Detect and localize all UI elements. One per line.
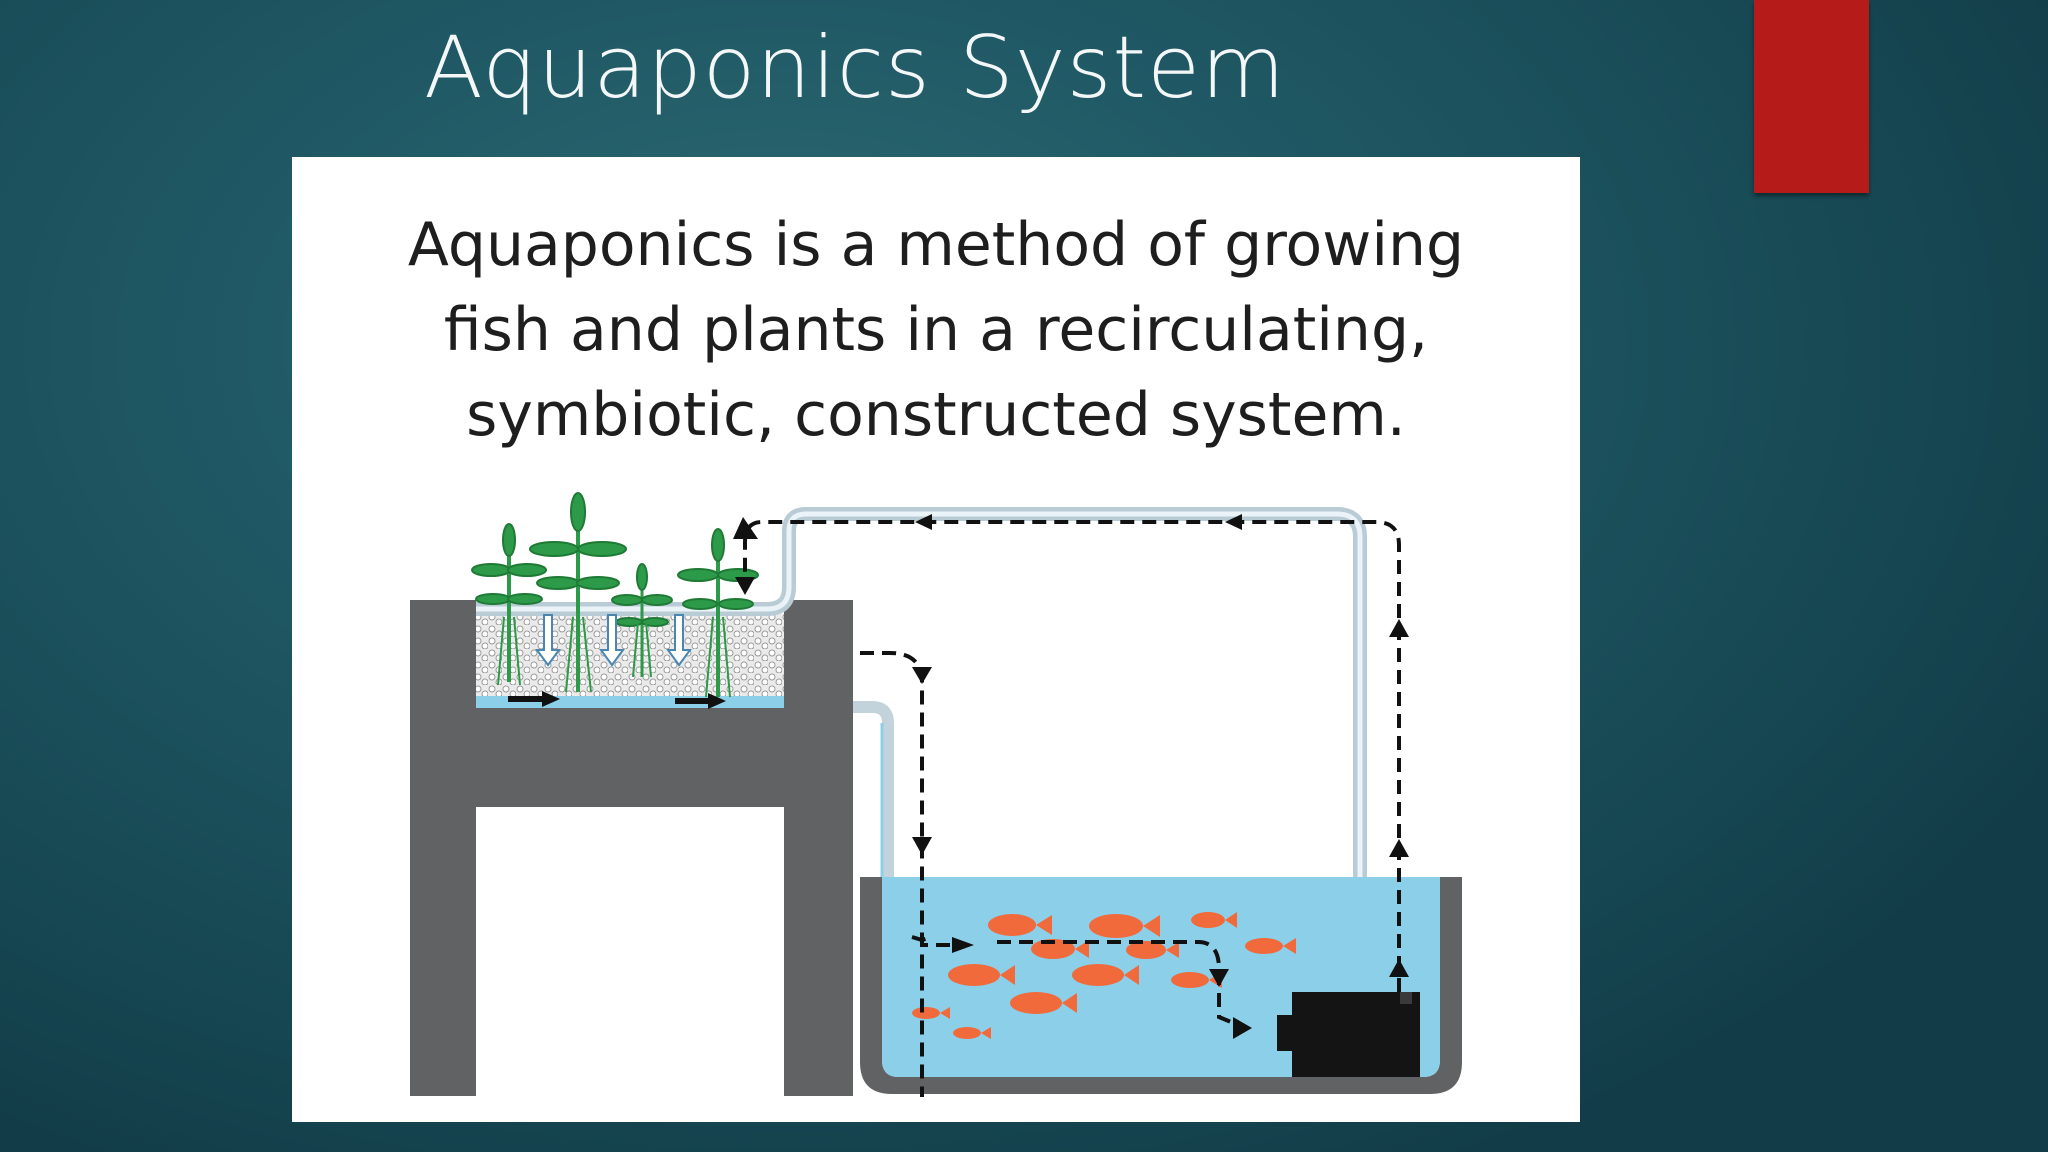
accent-bar <box>1754 0 1869 193</box>
bed-flow-arrows <box>508 691 726 709</box>
plant <box>611 563 673 677</box>
plant <box>529 492 627 692</box>
plant-roots <box>497 616 731 698</box>
fish <box>988 914 1052 936</box>
fish <box>1010 992 1077 1014</box>
plant <box>677 528 759 697</box>
plants <box>471 492 759 697</box>
fish <box>953 1027 991 1039</box>
fish <box>1072 964 1139 986</box>
caption-line: Aquaponics is a method of growing <box>407 210 1465 280</box>
aquaponics-figure: Aquaponics is a method of growing fish a… <box>292 157 1580 1122</box>
grow-bed-stand <box>410 600 853 1096</box>
caption-line: symbiotic, constructed system. <box>466 380 1406 450</box>
drain-pipe <box>853 701 894 887</box>
fish <box>1089 914 1160 938</box>
return-pipe <box>476 507 1367 997</box>
fish-school <box>912 912 1296 1039</box>
figure-caption: Aquaponics is a method of growing fish a… <box>292 203 1580 458</box>
filter-flow-arrows <box>535 614 692 667</box>
fish <box>1126 941 1179 959</box>
slide-title: Aquaponics System <box>424 18 1286 118</box>
fish <box>1191 912 1237 928</box>
fish <box>1245 938 1296 954</box>
grow-bed <box>476 614 784 708</box>
caption-line: fish and plants in a recirculating, <box>443 295 1429 365</box>
water-pump <box>1277 992 1420 1077</box>
plant <box>471 523 547 682</box>
flow-arrowheads <box>733 514 1409 1039</box>
fish <box>912 1007 950 1019</box>
fish <box>948 964 1015 986</box>
aquaponics-diagram <box>410 492 1462 1097</box>
